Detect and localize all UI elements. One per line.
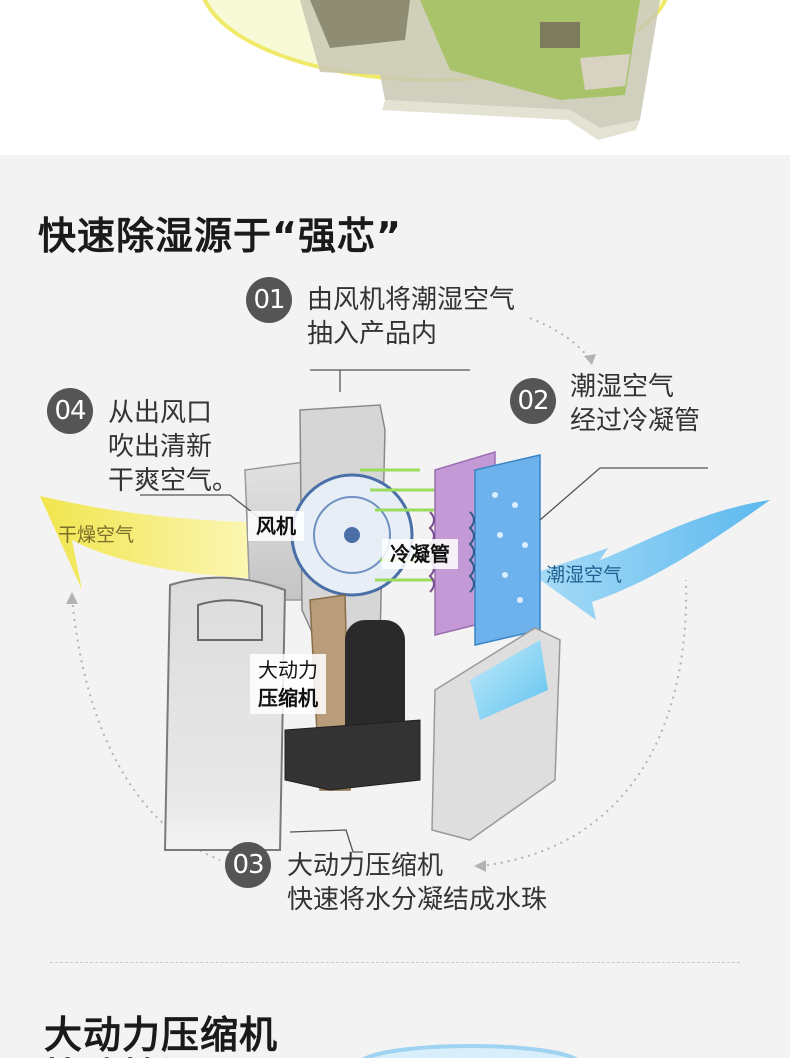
front-panel-handle: [197, 599, 263, 641]
compressor-label-line-1: 大动力: [258, 658, 318, 682]
step-04-text: 从出风口 吹出清新 干爽空气。: [108, 396, 238, 498]
cycle-arrowhead-top: [584, 354, 596, 365]
step-02-badge: 02: [510, 378, 556, 424]
step-02-line-2: 经过冷凝管: [570, 406, 701, 436]
step-01-text: 由风机将潮湿空气 抽入产品内: [307, 283, 515, 351]
dry-air-arrow: [40, 496, 250, 590]
cycle-arrowhead-right: [474, 860, 486, 872]
cycle-dotted-path-right: [479, 579, 688, 867]
cycle-dotted-path-left: [71, 597, 221, 861]
humid-air-arrow: [532, 500, 770, 620]
step-03-line-1: 大动力压缩机: [287, 851, 444, 881]
fan-label: 风机: [248, 511, 304, 541]
step-04-line-1: 从出风口: [108, 398, 213, 428]
dry-air-label: 干燥空气: [58, 524, 135, 546]
step-03-line-2: 快速将水分凝结成水珠: [287, 885, 548, 915]
step-03-badge: 03: [225, 842, 271, 888]
compressor-base: [284, 719, 421, 791]
compressor-label: 大动力 压缩机: [250, 654, 326, 714]
step-01-line-2: 抽入产品内: [307, 319, 438, 349]
condenser-label: 冷凝管: [382, 539, 458, 569]
cycle-dotted-path-top: [529, 317, 591, 361]
next-section-subtitle: 快速抽湿: [44, 1046, 200, 1058]
dehumidify-explanation-section: [0, 155, 790, 1058]
section-title: 快速除湿源于“强芯”: [38, 214, 402, 258]
step-02-line-1: 潮湿空气: [570, 372, 675, 402]
step-04-badge: 04: [47, 388, 93, 434]
compressor-label-line-2: 压缩机: [258, 686, 318, 710]
top-illustration-band: [0, 0, 790, 155]
step-01-line-1: 由风机将潮湿空气: [307, 285, 516, 315]
cycle-arrowhead-left: [66, 592, 78, 604]
section-divider: [50, 962, 740, 963]
step-04-line-3: 干爽空气。: [108, 466, 239, 496]
step-02-text: 潮湿空气 经过冷凝管: [570, 370, 700, 438]
water-in-tank: [470, 640, 548, 720]
humid-air-label: 潮湿空气: [546, 564, 623, 586]
next-section-title: 大动力压缩机: [44, 1013, 279, 1057]
step-03-text: 大动力压缩机 快速将水分凝结成水珠: [287, 849, 547, 917]
step-04-line-2: 吹出清新: [108, 432, 213, 462]
step-01-badge: 01: [246, 277, 292, 323]
house-floorplan-illustration: [202, 0, 668, 140]
